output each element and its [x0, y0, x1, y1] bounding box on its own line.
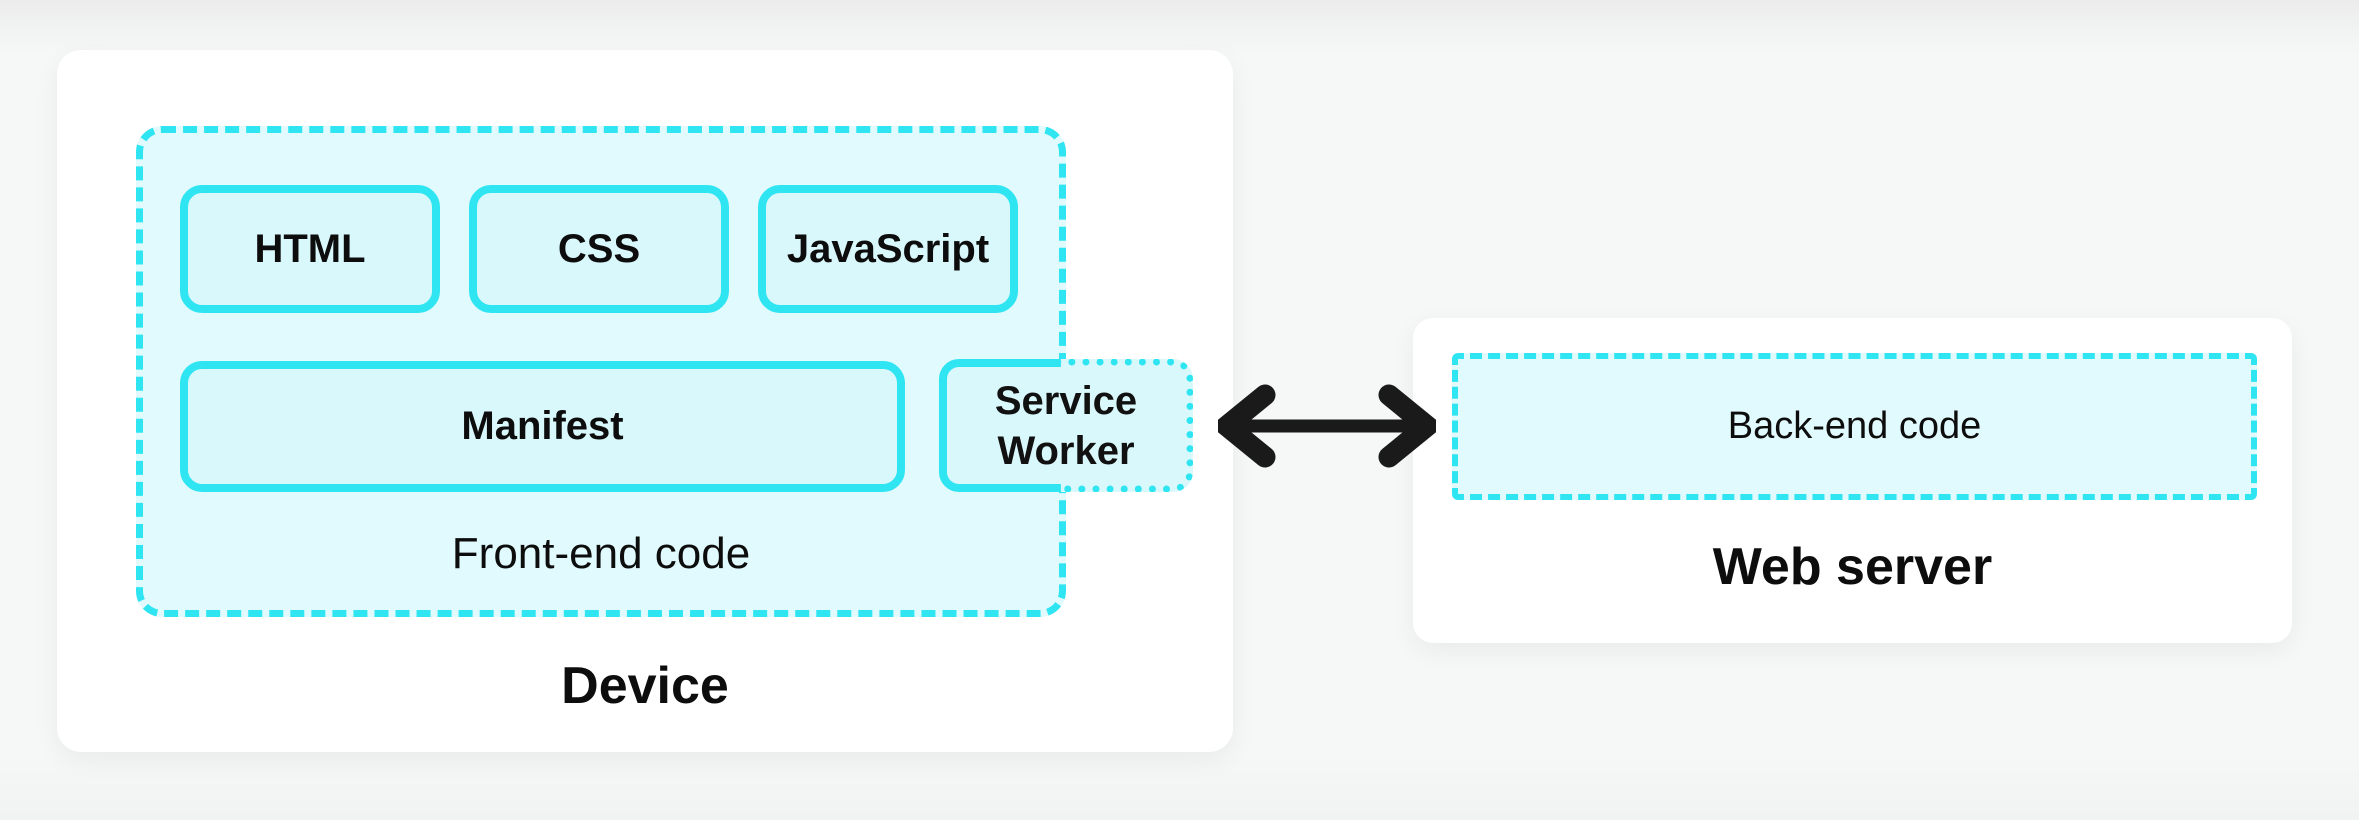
backend-code-group: Back-end code	[1452, 353, 2257, 500]
web-server-card: Back-end code Web server	[1413, 318, 2292, 643]
javascript-block-label: JavaScript	[786, 226, 990, 271]
manifest-block-label: Manifest	[461, 404, 624, 448]
html-block-label: HTML	[254, 226, 366, 271]
manifest-block: Manifest	[180, 361, 905, 492]
device-title: Device	[561, 657, 729, 715]
html-block: HTML	[180, 185, 440, 313]
bidirectional-arrow-icon	[1218, 384, 1436, 468]
backend-code-label: Back-end code	[1727, 405, 1982, 447]
frontend-code-label: Front-end code	[451, 529, 751, 578]
javascript-block: JavaScript	[758, 185, 1018, 313]
service-worker-block: Service Worker	[939, 359, 1193, 492]
css-block-label: CSS	[557, 226, 641, 271]
service-worker-label: Service Worker	[994, 378, 1138, 473]
frontend-code-group: HTML CSS JavaScript Manifest Front-end c…	[136, 126, 1066, 617]
web-server-title: Web server	[1712, 538, 1993, 596]
device-card: HTML CSS JavaScript Manifest Front-end c…	[57, 50, 1233, 752]
css-block: CSS	[469, 185, 729, 313]
